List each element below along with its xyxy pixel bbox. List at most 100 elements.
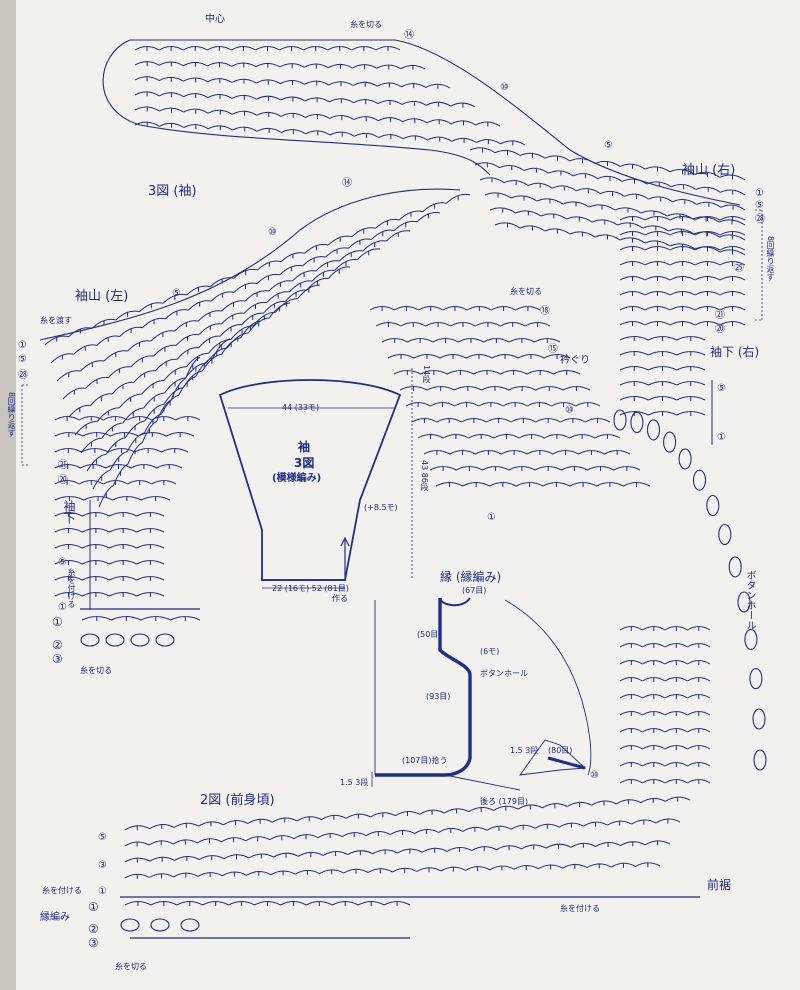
row-marker-edge-l1: ① [52,615,63,629]
edge-shell [80,633,100,647]
lace-row [54,416,201,421]
lace-row [54,464,183,469]
row-marker-neck-15: ⑮ [548,344,558,355]
figure2-title: 2図 (前身頃) [200,793,275,808]
sleeve-side-increase: (+8.5モ) [364,503,398,512]
neckline-label: 衿ぐり [560,355,590,366]
lace-row [619,261,746,266]
lace-row [619,366,706,371]
lace-row [619,351,706,356]
edge-buttonhole-label: ボタンホール [480,669,528,678]
lace-row [619,306,746,311]
sleeve-start-label: 作る [332,594,348,603]
attach-yarn-bottom: 糸を付ける [560,904,600,913]
row-marker-edge-l2: ② [52,638,63,652]
row-marker-left-28: ㉘ [18,370,28,381]
sleeve-schematic-outline [218,379,402,581]
row-marker-neck-10: ⑩ [565,405,574,416]
sleeve-cap-right-label: 袖山 (右) [682,163,736,178]
edge-back-count: 後ろ (179目) [480,797,529,806]
lace-row [124,862,661,879]
row-marker-edge-b3: ③ [88,936,99,950]
sleeve-schematic-fig: 3図 [294,456,315,470]
row-marker-right-5b: ⑤ [717,383,726,394]
edge-shell [692,469,707,491]
center-label: 中心 [205,14,225,25]
lace-row [134,106,501,127]
row-marker-top-10: ⑩ [500,82,509,93]
lace-row [369,306,541,311]
lace-row [619,762,711,767]
edge-shell [749,668,763,690]
lace-row [134,121,526,146]
row-marker-right-1: ① [755,188,764,199]
lace-row [54,560,165,565]
lace-row [124,840,671,863]
lace-row [81,616,201,621]
lace-row [619,745,711,750]
lace-row [124,901,411,906]
lace-row [54,496,171,501]
lace-row [619,643,711,648]
lace-row [469,147,746,181]
front-band-outline [375,598,472,777]
row-marker-neck-1: ① [487,512,496,523]
row-marker-neck-18: ⑱ [540,306,550,317]
lace-row [429,466,641,471]
lace-row [619,728,711,733]
lace-row [54,480,177,485]
edge-shell [155,633,175,647]
edge-rows-left: 1.5 3段 [340,778,369,787]
edge-shell [663,431,677,453]
lace-row [417,434,621,439]
attach-yarn-left: 糸を付ける [67,568,76,608]
sleeve-schematic-subtitle: (模様編み) [272,473,322,484]
row-marker-left-20: ⑳ [58,475,68,486]
lace-row [124,796,691,831]
edge-shell [737,591,751,613]
lace-row [54,592,165,597]
lace-row [54,432,195,437]
edge-shell [180,918,200,932]
lace-row [619,626,711,631]
edge-spacing: (6モ) [480,647,500,656]
lace-row [381,338,561,343]
lace-row [619,216,746,221]
lace-row [375,322,551,327]
sleeve-cap-edge [130,39,741,206]
sleeve-top-dimension: 44 (33モ) [282,403,320,412]
sleeve-under-right-label: 袖下 (右) [710,345,760,359]
lace-row [54,528,165,533]
book-binding-shadow [0,0,16,990]
lace-row [56,230,411,382]
sleeve-schematic-title: 袖 [298,440,311,454]
lace-row [484,192,746,226]
row-marker-mid-10: ⑩ [268,227,277,238]
edge-shell [130,633,150,647]
edge-front-count: (50目) [417,630,442,639]
buttonhole-right-label: ボタンホール [744,570,755,630]
lace-row [619,694,711,699]
row-marker-left-5: ⑤ [18,354,27,365]
lace-row [474,162,746,196]
lace-row [44,193,471,346]
lace-row [479,177,746,211]
row-marker-edge-l3: ③ [52,652,63,666]
row-marker-right-21: ㉑ [715,310,725,321]
edge-mid-count: (93目) [426,692,451,701]
row-marker-left-21: ㉑ [58,460,68,471]
lace-row [134,76,451,89]
edge-shell [752,708,766,730]
edge-shell [105,633,125,647]
lace-row [54,576,165,581]
edge-shell [706,494,720,517]
row-marker-body-3: ③ [98,860,107,871]
edge-corner-count: (107目)拾う [402,756,448,765]
lace-row [134,46,401,51]
lace-row [50,212,441,364]
edge-neck-count: (67目) [462,586,487,595]
row-marker-edge-b1: ① [88,900,99,914]
edge-cuff-count: (80目) [548,746,573,755]
row-marker-left-5b: ⑤ [58,557,67,568]
